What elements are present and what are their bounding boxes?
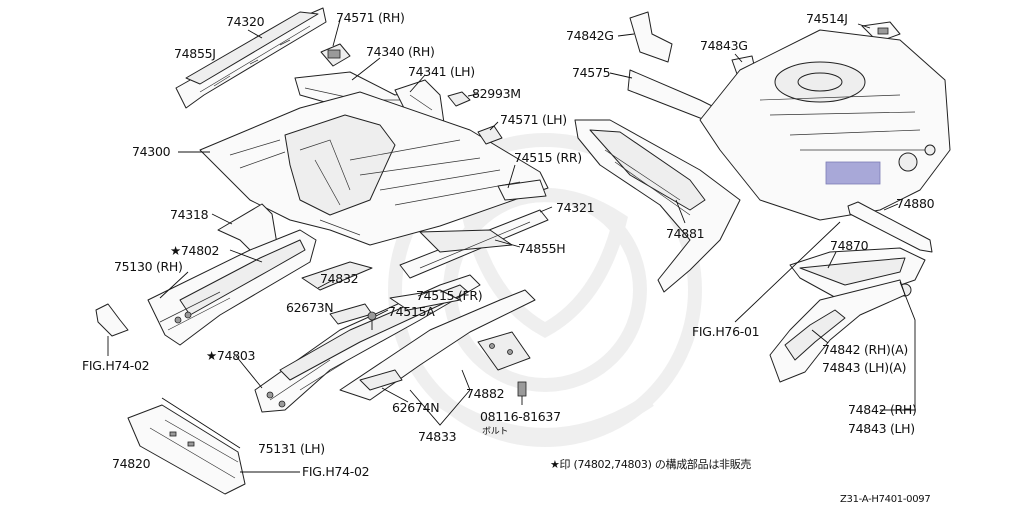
label-74842-rh-a: 74842 (RH)(A) (822, 342, 908, 357)
bracket-74842g[interactable] (629, 11, 673, 63)
label-74842-rh: 74842 (RH) (848, 402, 917, 417)
label-75131-lh: 75131 (LH) (258, 441, 325, 456)
label-fig-h76-01: FIG.H76-01 (692, 324, 759, 339)
highlight-box[interactable] (825, 161, 881, 185)
label-74321: 74321 (556, 200, 594, 215)
rear-floor-pan[interactable] (699, 29, 951, 221)
bracket-62674n[interactable] (359, 369, 403, 391)
label-74571-lh: 74571 (LH) (500, 112, 567, 127)
label-74320: 74320 (226, 14, 265, 29)
diagram-code: Z31-A-H7401-0097 (840, 494, 930, 505)
bracket-74571-rh[interactable] (320, 43, 351, 67)
brace-74832[interactable] (301, 261, 373, 291)
side-member-74803[interactable] (254, 274, 481, 413)
label-74881: 74881 (666, 226, 704, 241)
label-62673n: 62673N (286, 300, 333, 315)
label-74341-lh: 74341 (LH) (408, 64, 475, 79)
label-74803: ★74803 (206, 348, 255, 363)
crossmember-74515-fr[interactable] (389, 289, 461, 311)
plug-82993m[interactable] (447, 91, 471, 107)
member-74881[interactable] (574, 119, 741, 293)
label-fig-h74-02-a: FIG.H74-02 (82, 358, 149, 373)
label-74575: 74575 (572, 65, 610, 80)
panel-74820[interactable] (127, 404, 246, 495)
label-74571-rh: 74571 (RH) (336, 10, 405, 25)
label-74855h: 74855H (518, 241, 565, 256)
label-fig-h74-02-b: FIG.H74-02 (302, 464, 369, 479)
non-sale-note: ★印 (74802,74803) の構成部品は非販売 (550, 457, 751, 471)
labels: 74320 74571 (RH) 74855J 74340 (RH) 74341… (82, 10, 935, 505)
label-74515a: 74515A (388, 304, 435, 319)
label-bolt: ボルト (482, 426, 508, 437)
label-74880: 74880 (896, 196, 935, 211)
label-74870: 74870 (830, 238, 869, 253)
side-member-75130-rh[interactable] (147, 229, 317, 346)
bar-74880[interactable] (847, 201, 933, 253)
label-74340-rh: 74340 (RH) (366, 44, 435, 59)
bracket-74571-lh[interactable] (477, 125, 503, 145)
label-74802: ★74802 (170, 243, 219, 258)
label-74843-lh: 74843 (LH) (848, 421, 915, 436)
label-74514j: 74514J (806, 11, 848, 26)
label-74842g: 74842G (566, 28, 614, 43)
label-08116-81637: 08116-81637 (480, 409, 561, 424)
label-75130-rh: 75130 (RH) (114, 259, 183, 274)
label-74515-fr: 74515 (FR) (416, 288, 482, 303)
label-82993m: 82993M (472, 86, 521, 101)
crossmember-74515-rr[interactable] (497, 179, 547, 201)
label-74820: 74820 (112, 456, 151, 471)
label-74300: 74300 (132, 144, 171, 159)
label-74882: 74882 (466, 386, 504, 401)
label-74833: 74833 (418, 429, 456, 444)
label-74318: 74318 (170, 207, 209, 222)
label-74843g: 74843G (700, 38, 748, 53)
label-62674n: 62674N (392, 400, 439, 415)
label-74843-lh-a: 74843 (LH)(A) (822, 360, 906, 375)
front-floor-74300[interactable] (199, 91, 549, 246)
label-74515-rr: 74515 (RR) (514, 150, 582, 165)
label-74855j: 74855J (174, 46, 216, 61)
label-74832: 74832 (320, 271, 358, 286)
sill-74321[interactable] (399, 209, 549, 279)
member-74320[interactable] (175, 7, 327, 109)
fig-h74-02-part[interactable] (95, 303, 129, 337)
bolt-08116-81637[interactable] (517, 381, 527, 405)
